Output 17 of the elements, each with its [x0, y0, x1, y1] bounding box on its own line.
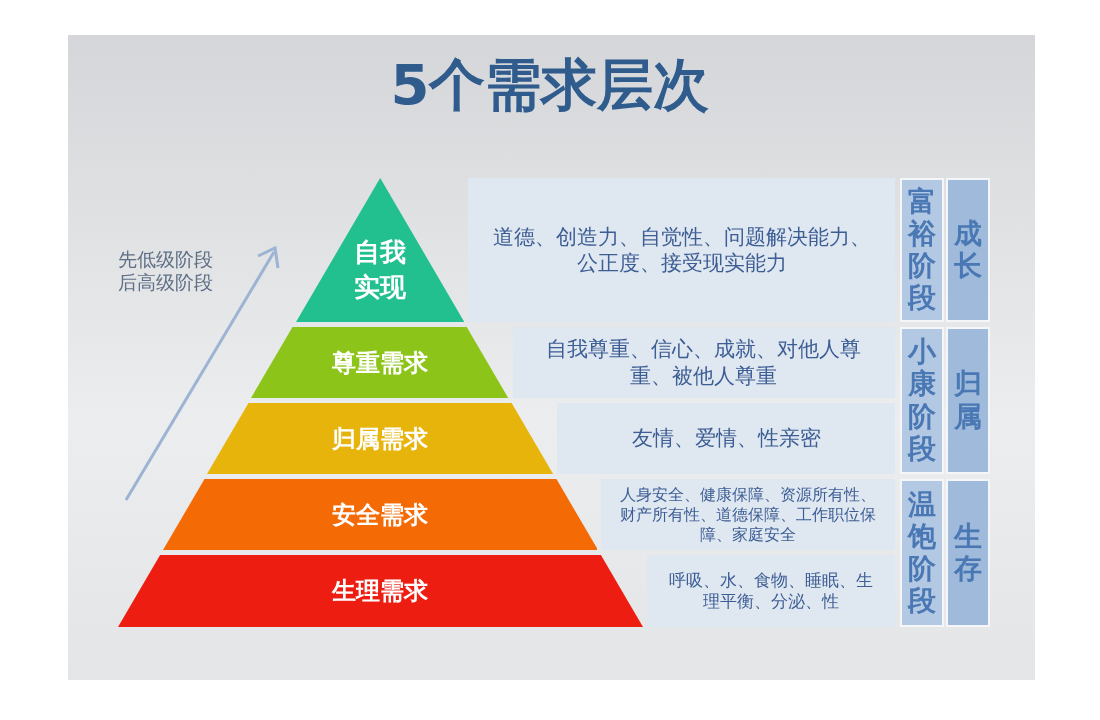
category-box: 成长: [946, 178, 990, 322]
category-box: 归属: [946, 327, 990, 474]
category-box: 生存: [946, 479, 990, 627]
description-band: 自我尊重、信心、成就、对他人尊重、被他人尊重: [512, 327, 895, 398]
stage-box: 富裕阶段: [900, 178, 944, 322]
pyramid-layer: 归属需求: [206, 403, 554, 474]
pyramid-layer: 尊重需求: [251, 327, 509, 398]
description-band: 友情、爱情、性亲密: [557, 403, 895, 474]
diagram-title: 5个需求层次: [389, 51, 711, 119]
direction-note: 先低级阶段后高级阶段: [118, 248, 214, 294]
description-band: 道德、创造力、自觉性、问题解决能力、公正度、接受现实能力: [468, 178, 895, 322]
description-band: 呼吸、水、食物、睡眠、生理平衡、分泌、性: [646, 555, 895, 627]
stage-box: 温饱阶段: [900, 479, 944, 627]
pyramid-layer: 生理需求: [117, 555, 643, 627]
description-band: 人身安全、健康保障、资源所有性、财产所有性、道德保障、工作职位保障、家庭安全: [601, 479, 895, 550]
stage-box: 小康阶段: [900, 327, 944, 474]
pyramid-apex: 自我实现: [295, 178, 465, 322]
